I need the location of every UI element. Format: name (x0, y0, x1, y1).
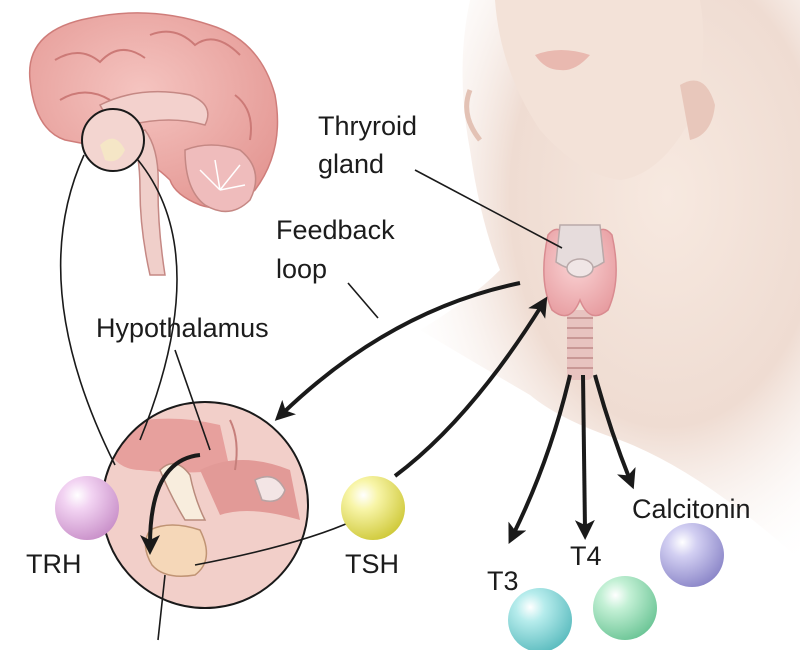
hypothalamus-magnified-view (101, 401, 309, 609)
t3-label: T3 (487, 566, 519, 596)
tsh-molecule-icon (341, 476, 405, 540)
t4-molecule-icon (593, 576, 657, 640)
flow-arrows (140, 281, 636, 555)
thyroid-gland-label-line1: Thryroid (318, 111, 418, 141)
thyroid-gland-label-line2: gland (318, 149, 385, 179)
feedback-loop-label-line1: Feedback (276, 215, 395, 245)
t4-label: T4 (570, 541, 602, 571)
brain-cross-section (28, 12, 279, 276)
trh-molecule-icon (55, 476, 119, 540)
thyroid-gland (543, 224, 617, 317)
calcitonin-molecule-icon (660, 523, 724, 587)
feedback-loop-label-line2: loop (276, 254, 328, 284)
connector-lines (59, 154, 563, 641)
pituitary-gland (144, 524, 208, 577)
trachea (567, 310, 593, 380)
tsh-label: TSH (345, 549, 399, 579)
hypothalamus-label: Hypothalamus (96, 313, 269, 343)
t3-molecule-icon (508, 588, 572, 650)
calcitonin-label: Calcitonin (632, 494, 751, 524)
trh-label: TRH (26, 549, 82, 579)
